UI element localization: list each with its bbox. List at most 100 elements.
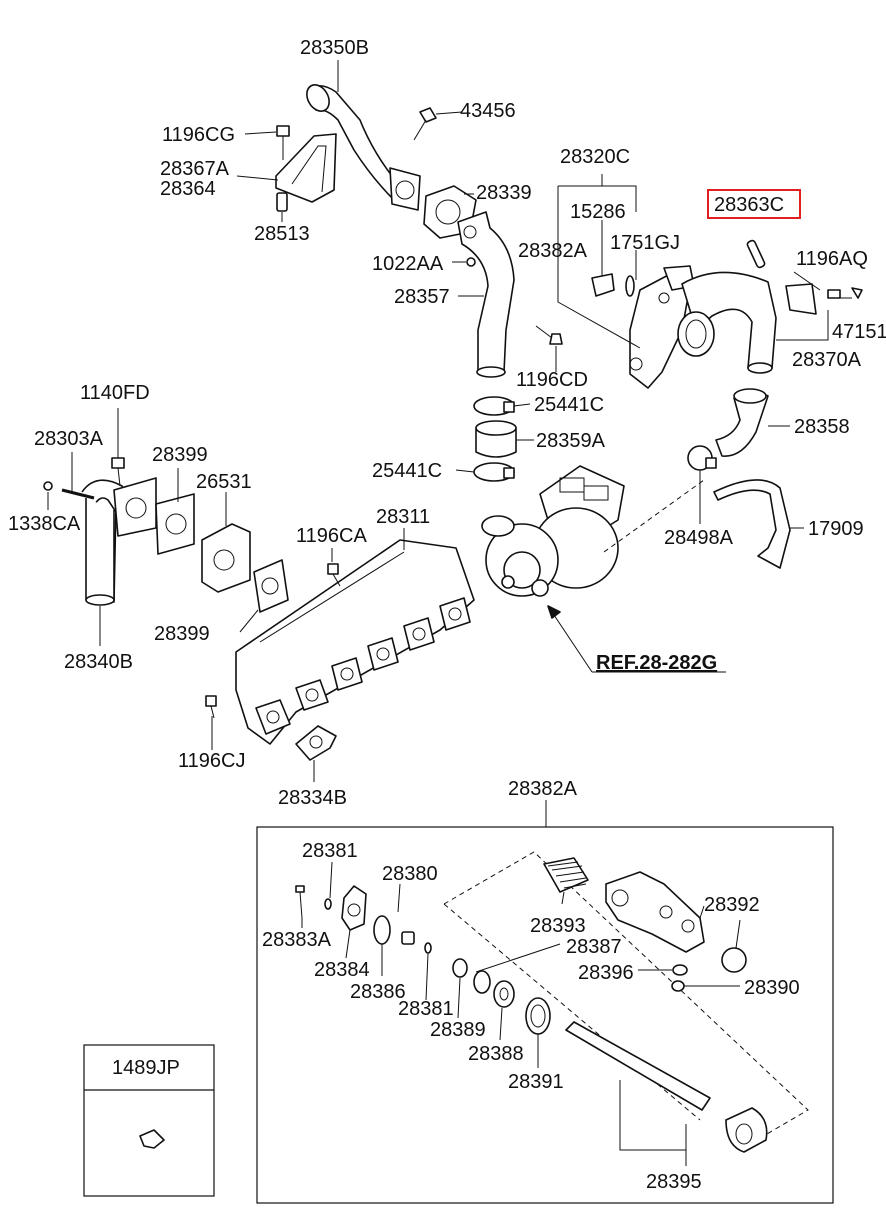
nut-28380[interactable]	[401, 931, 415, 945]
label-17909[interactable]: 17909	[808, 518, 864, 540]
ring-28381-b[interactable]	[424, 942, 432, 954]
label-28311[interactable]: 28311	[376, 506, 430, 528]
washer-28396[interactable]	[672, 964, 688, 976]
label-28498A[interactable]: 28498A	[664, 527, 734, 549]
label-25441C-lower[interactable]: 25441C	[372, 460, 442, 482]
bolt-43456[interactable]	[413, 107, 437, 141]
pipe-17909[interactable]	[713, 479, 791, 569]
shaft-28395[interactable]	[565, 1021, 768, 1153]
label-28381-b[interactable]: 28381	[398, 998, 454, 1020]
inset-parts[interactable]	[295, 857, 768, 1166]
label-28387[interactable]: 28387	[566, 936, 622, 958]
label-28334B[interactable]: 28334B	[278, 787, 347, 809]
pipe-28370A[interactable]	[677, 271, 777, 374]
label-1022AA[interactable]: 1022AA	[372, 253, 444, 275]
label-28367A[interactable]: 28367A	[160, 158, 230, 180]
label-28391[interactable]: 28391	[508, 1071, 564, 1093]
washer-28387[interactable]	[473, 970, 491, 994]
label-28513[interactable]: 28513	[254, 223, 310, 245]
label-28399-upper[interactable]: 28399	[152, 444, 208, 466]
pin-28363C[interactable]	[746, 239, 766, 269]
label-ref-28-282G[interactable]: REF.28-282G	[596, 652, 717, 674]
label-28384[interactable]: 28384	[314, 959, 370, 981]
label-28358[interactable]: 28358	[794, 416, 850, 438]
label-25441C-upper[interactable]: 25441C	[534, 394, 604, 416]
label-28399-lower[interactable]: 28399	[154, 623, 210, 645]
hose-28358[interactable]	[715, 388, 769, 457]
turbocharger[interactable]	[481, 465, 705, 597]
label-28382A-top[interactable]: 28382A	[518, 240, 588, 262]
bracket-28367A[interactable]	[275, 133, 337, 203]
clamp-25441C-lower[interactable]	[473, 462, 515, 482]
bolt-1196CD[interactable]	[535, 325, 563, 345]
gasket-28399-upper[interactable]	[155, 493, 195, 555]
label-1196CG[interactable]: 1196CG	[162, 124, 235, 146]
label-28339[interactable]: 28339	[476, 182, 532, 204]
label-1140FD[interactable]: 1140FD	[80, 382, 150, 404]
bush-28389[interactable]	[452, 958, 468, 978]
label-28386[interactable]: 28386	[350, 981, 406, 1003]
label-43456[interactable]: 43456	[460, 100, 516, 122]
bolt-1196CA[interactable]	[327, 563, 341, 587]
label-1338CA[interactable]: 1338CA	[8, 513, 81, 535]
pipe-28357[interactable]	[457, 211, 515, 378]
label-28370A[interactable]: 28370A	[792, 349, 862, 371]
label-28390[interactable]: 28390	[744, 977, 800, 999]
bush-28390[interactable]	[721, 947, 747, 973]
label-26531[interactable]: 26531	[196, 471, 252, 493]
label-28383A[interactable]: 28383A	[262, 929, 332, 951]
label-1196CD[interactable]: 1196CD	[516, 369, 588, 391]
label-28350B[interactable]: 28350B	[300, 37, 369, 59]
label-1196CJ[interactable]: 1196CJ	[178, 750, 245, 772]
clamp-28498A[interactable]	[687, 445, 717, 471]
label-1489JP[interactable]: 1489JP	[112, 1057, 180, 1079]
label-28388[interactable]: 28388	[468, 1043, 524, 1065]
spacer-26531[interactable]	[201, 523, 251, 593]
label-28392[interactable]: 28392	[704, 894, 760, 916]
bracket-1196AQ[interactable]	[785, 283, 863, 315]
label-47151[interactable]: 47151	[832, 321, 886, 343]
hose-28359A[interactable]	[475, 420, 517, 458]
manifold-28311[interactable]	[235, 539, 475, 745]
pin-28513[interactable]	[276, 192, 288, 212]
label-28364[interactable]: 28364	[160, 178, 216, 200]
label-28380[interactable]: 28380	[382, 863, 438, 885]
stud-28303A[interactable]	[61, 488, 95, 500]
nut-1338CA[interactable]	[43, 481, 53, 491]
housing-28392[interactable]	[605, 871, 705, 953]
bearing-28388[interactable]	[493, 980, 515, 1008]
label-28357[interactable]: 28357	[394, 286, 450, 308]
gasket-28334B[interactable]	[295, 725, 337, 761]
oring-28386[interactable]	[373, 915, 391, 945]
label-1196AQ[interactable]: 1196AQ	[796, 248, 868, 270]
part-box-1489JP[interactable]	[83, 1044, 215, 1197]
nut-1022AA[interactable]	[466, 257, 476, 267]
gasket-28399-lower[interactable]	[253, 559, 289, 613]
label-28320C[interactable]: 28320C	[560, 146, 630, 168]
cover-28384[interactable]	[341, 885, 367, 931]
fitting-15286[interactable]	[591, 273, 615, 297]
label-28395[interactable]: 28395	[646, 1171, 702, 1193]
label-1196CA[interactable]: 1196CA	[296, 525, 367, 547]
label-1751GJ[interactable]: 1751GJ	[610, 232, 680, 254]
nut-28390-small[interactable]	[671, 980, 685, 992]
gasket-1751GJ[interactable]	[625, 275, 635, 297]
spring-28393[interactable]	[543, 857, 589, 893]
label-15286[interactable]: 15286	[570, 201, 626, 223]
clamp-25441C-upper[interactable]	[473, 396, 515, 416]
elbow-28303A[interactable]	[81, 477, 157, 606]
label-28382A-box[interactable]: 28382A	[508, 778, 578, 800]
label-28381-a[interactable]: 28381	[302, 840, 358, 862]
pipe-28350B[interactable]	[302, 81, 421, 211]
seal-28391[interactable]	[525, 997, 551, 1035]
bolt-1196CJ[interactable]	[205, 695, 217, 719]
label-28393[interactable]: 28393	[530, 915, 586, 937]
valve-body-28382A[interactable]	[629, 265, 695, 389]
label-28359A[interactable]: 28359A	[536, 430, 606, 452]
label-28396[interactable]: 28396	[578, 962, 634, 984]
label-28389[interactable]: 28389	[430, 1019, 486, 1041]
label-28363C[interactable]: 28363C	[714, 194, 784, 216]
bolt-28383A[interactable]	[295, 885, 305, 919]
label-28340B[interactable]: 28340B	[64, 651, 133, 673]
label-28303A[interactable]: 28303A	[34, 428, 104, 450]
